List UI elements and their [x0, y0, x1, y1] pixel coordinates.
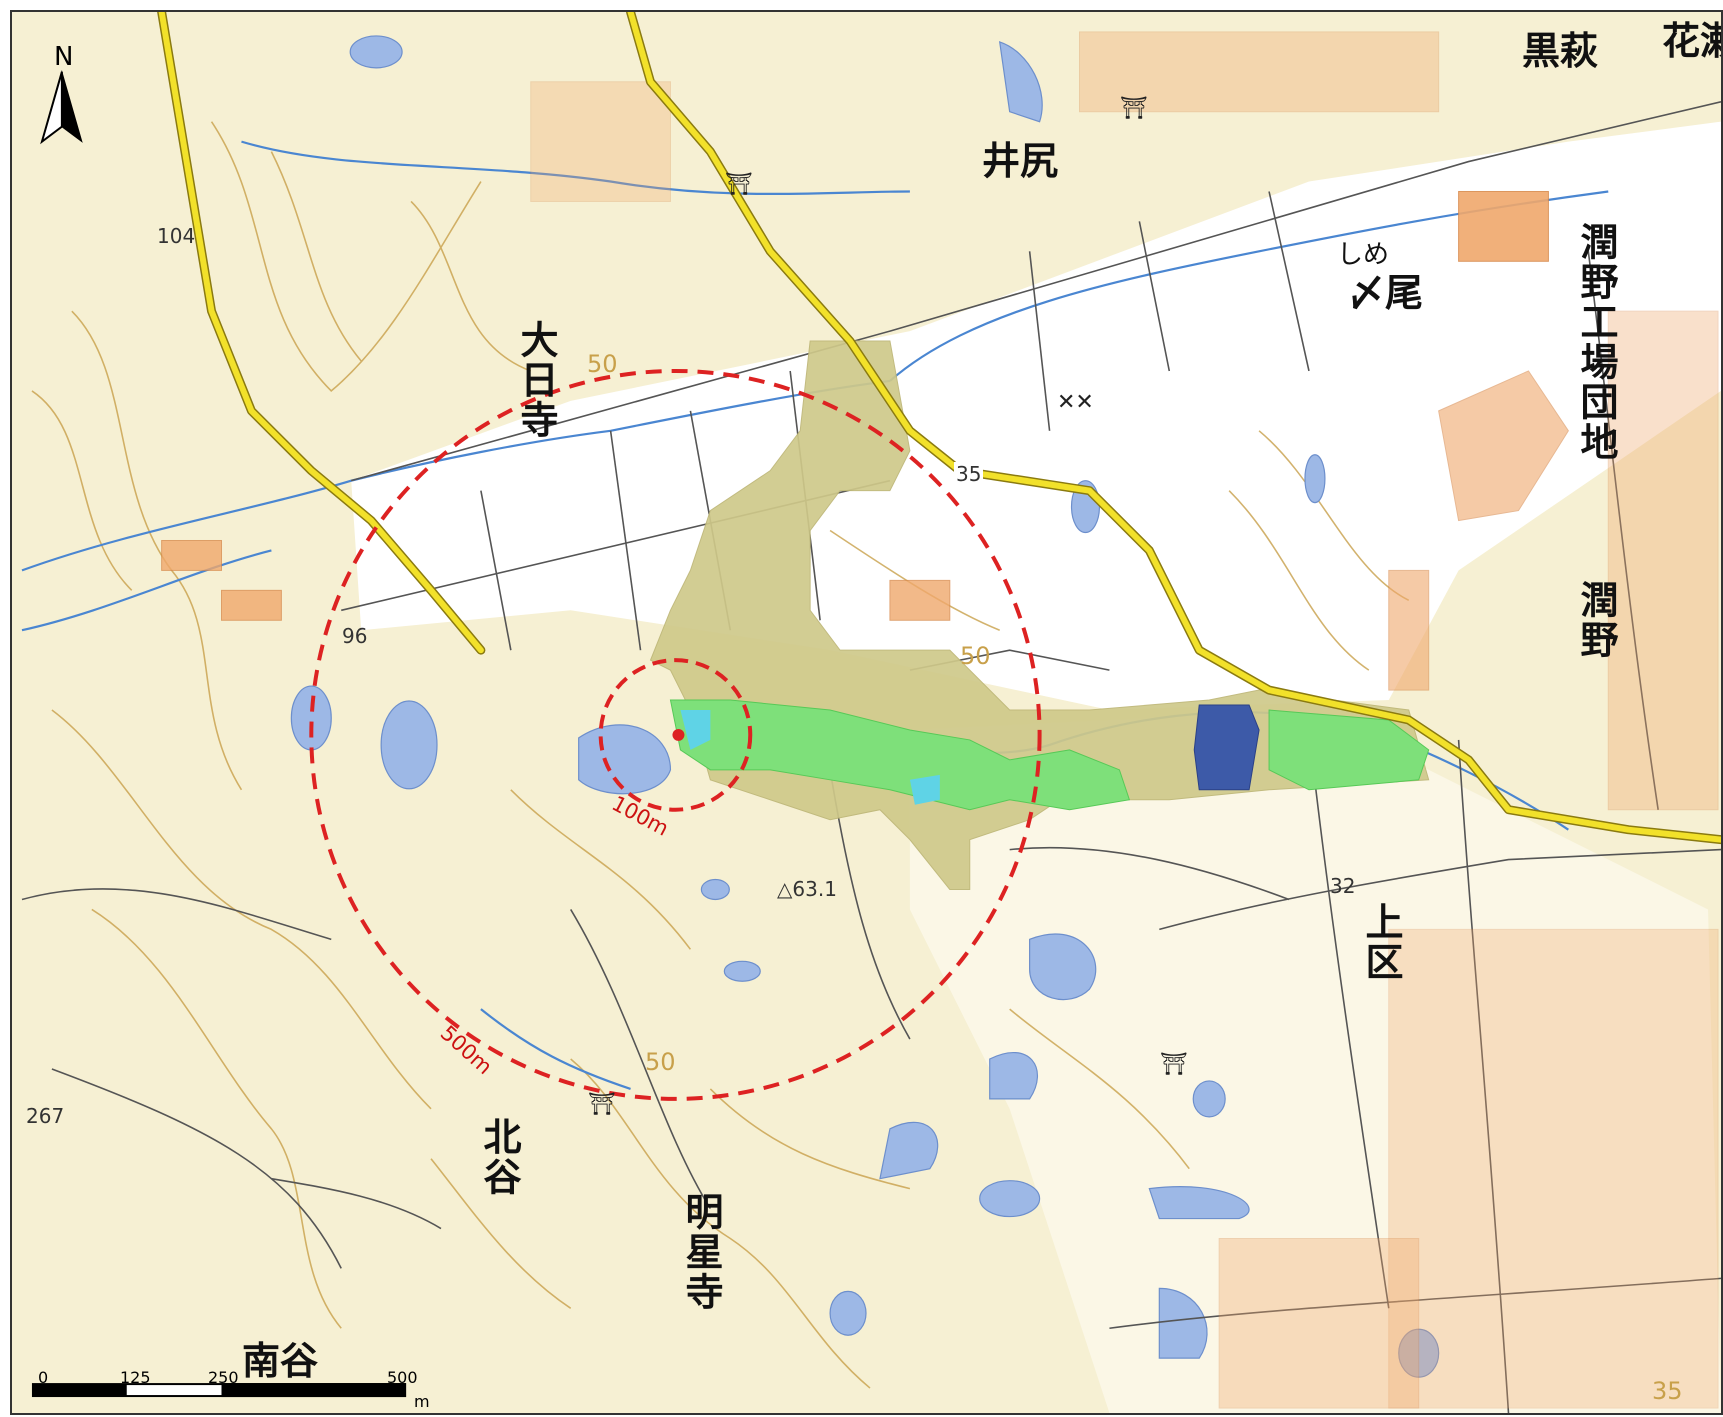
place-name: 大日寺: [514, 320, 558, 440]
scale-unit: m: [414, 1392, 430, 1411]
place-name: 上区: [1359, 902, 1403, 982]
shrine-icon: ⛩: [1160, 1052, 1188, 1077]
north-label: N: [54, 42, 74, 72]
elevation-label: 104: [157, 224, 196, 248]
shrine-icon: ⛩: [1120, 96, 1148, 121]
place-name: 花瀬: [1662, 19, 1721, 63]
contour-label: 35: [1652, 1377, 1683, 1405]
place-name: 南谷: [242, 1339, 319, 1383]
place-name: 北谷: [477, 1117, 521, 1197]
pond: [700, 878, 730, 901]
habitat-navy: [1193, 704, 1260, 791]
north-arrow-icon: [40, 70, 83, 145]
topographic-map[interactable]: [12, 12, 1721, 1413]
pond: [1148, 1186, 1250, 1220]
pond: [380, 700, 438, 790]
pond: [1158, 1287, 1208, 1359]
contour-label: 50: [960, 642, 991, 670]
pond: [879, 1121, 939, 1180]
pond: [998, 41, 1043, 123]
place-name: 潤野工場団地: [1574, 222, 1618, 462]
buffer-ring-100m: [598, 658, 753, 812]
scale-tick: 125: [120, 1368, 151, 1387]
primary-road: [157, 12, 1721, 845]
pond: [290, 685, 332, 751]
pond: [829, 1290, 867, 1336]
pond: [1398, 1328, 1440, 1378]
scale-tick: 0: [38, 1368, 49, 1387]
elevation-label: 32: [1330, 874, 1356, 898]
study-point: [672, 728, 685, 741]
scale-tick: 500: [387, 1368, 418, 1387]
paddy-plain-south: [909, 710, 1721, 1413]
pond: [1304, 454, 1326, 504]
triangulation-point-label: △63.1: [777, 877, 837, 901]
place-name: しめ: [1337, 240, 1390, 270]
contour-label: 50: [645, 1048, 676, 1076]
map-frame[interactable]: 黒萩 花瀬 井尻 しめ 〆尾 潤野工場団地 潤野 大日寺 上区 北谷 明星寺 南…: [10, 10, 1723, 1415]
place-name: 〆尾: [1347, 271, 1424, 315]
pond: [1029, 933, 1097, 1001]
shrine-icon: ⛩: [588, 1092, 616, 1117]
buildings: [161, 31, 1719, 1409]
pond: [1192, 1080, 1226, 1118]
shrine-icon: ⛩: [725, 172, 753, 197]
habitat-green: [669, 699, 1131, 811]
buffer-ring-500m: [309, 368, 1042, 1101]
route-number-label: 35: [954, 462, 984, 486]
elevation-label: 267: [26, 1104, 65, 1128]
place-name: 明星寺: [679, 1192, 723, 1312]
habitat-cyan: [909, 774, 940, 805]
water-bodies: [290, 35, 1440, 1378]
scale-bar: [31, 1383, 407, 1398]
place-name: 黒萩: [1522, 29, 1599, 73]
scale-tick: 250: [208, 1368, 239, 1387]
elevation-label: 96: [342, 624, 368, 648]
pond: [989, 1052, 1039, 1100]
school-icon: ✕✕: [1057, 390, 1094, 415]
contour-label: 50: [587, 350, 618, 378]
place-name: 井尻: [982, 139, 1059, 183]
pond: [979, 1180, 1041, 1218]
pond: [578, 724, 672, 795]
pond: [723, 960, 761, 982]
minor-roads: [21, 100, 1721, 1413]
place-name: 潤野: [1574, 580, 1618, 660]
pond: [349, 35, 403, 69]
contour-lines: [31, 121, 1410, 1389]
